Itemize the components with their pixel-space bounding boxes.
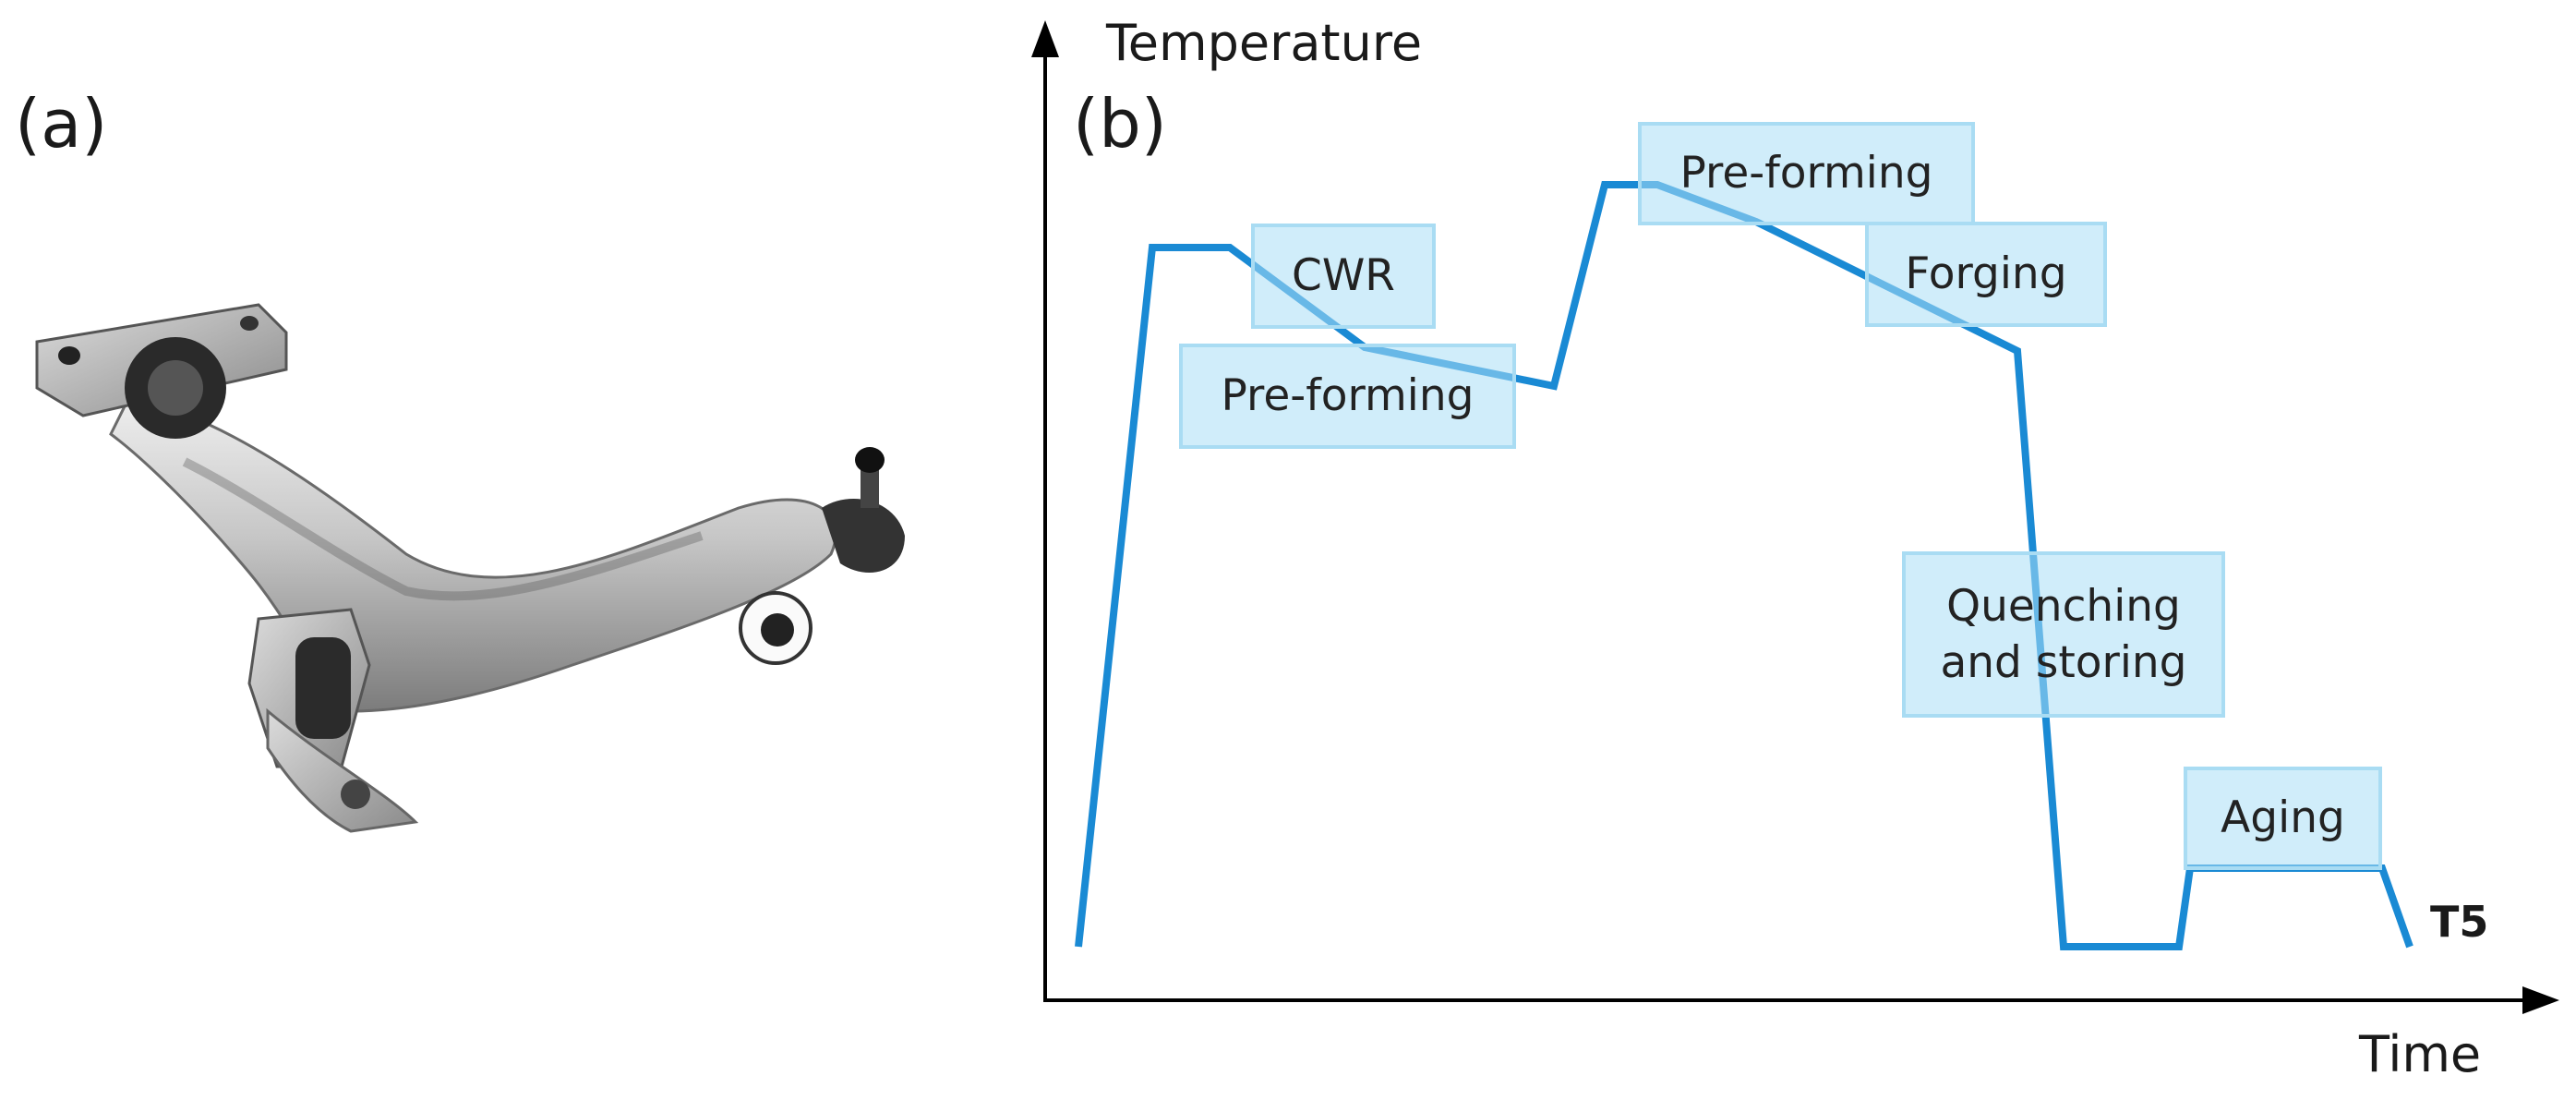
control-arm-image [35, 303, 905, 833]
panel-a-label: (a) [15, 85, 108, 163]
x-axis-label: Time [2359, 1025, 2482, 1083]
stage-box-aging: Aging [2184, 767, 2382, 870]
stage-box-preforming-2: Pre-forming [1638, 122, 1975, 225]
stage-box-cwr: CWR [1251, 224, 1436, 329]
x-axis-arrow [2522, 986, 2559, 1014]
y-axis-label: Temperature [1106, 14, 1423, 72]
y-axis-arrow [1031, 20, 1059, 57]
t5-label: T5 [2430, 897, 2489, 947]
panel-b-label: (b) [1073, 85, 1167, 163]
stage-box-forging: Forging [1865, 222, 2107, 327]
stage-box-preforming-1: Pre-forming [1179, 344, 1516, 449]
